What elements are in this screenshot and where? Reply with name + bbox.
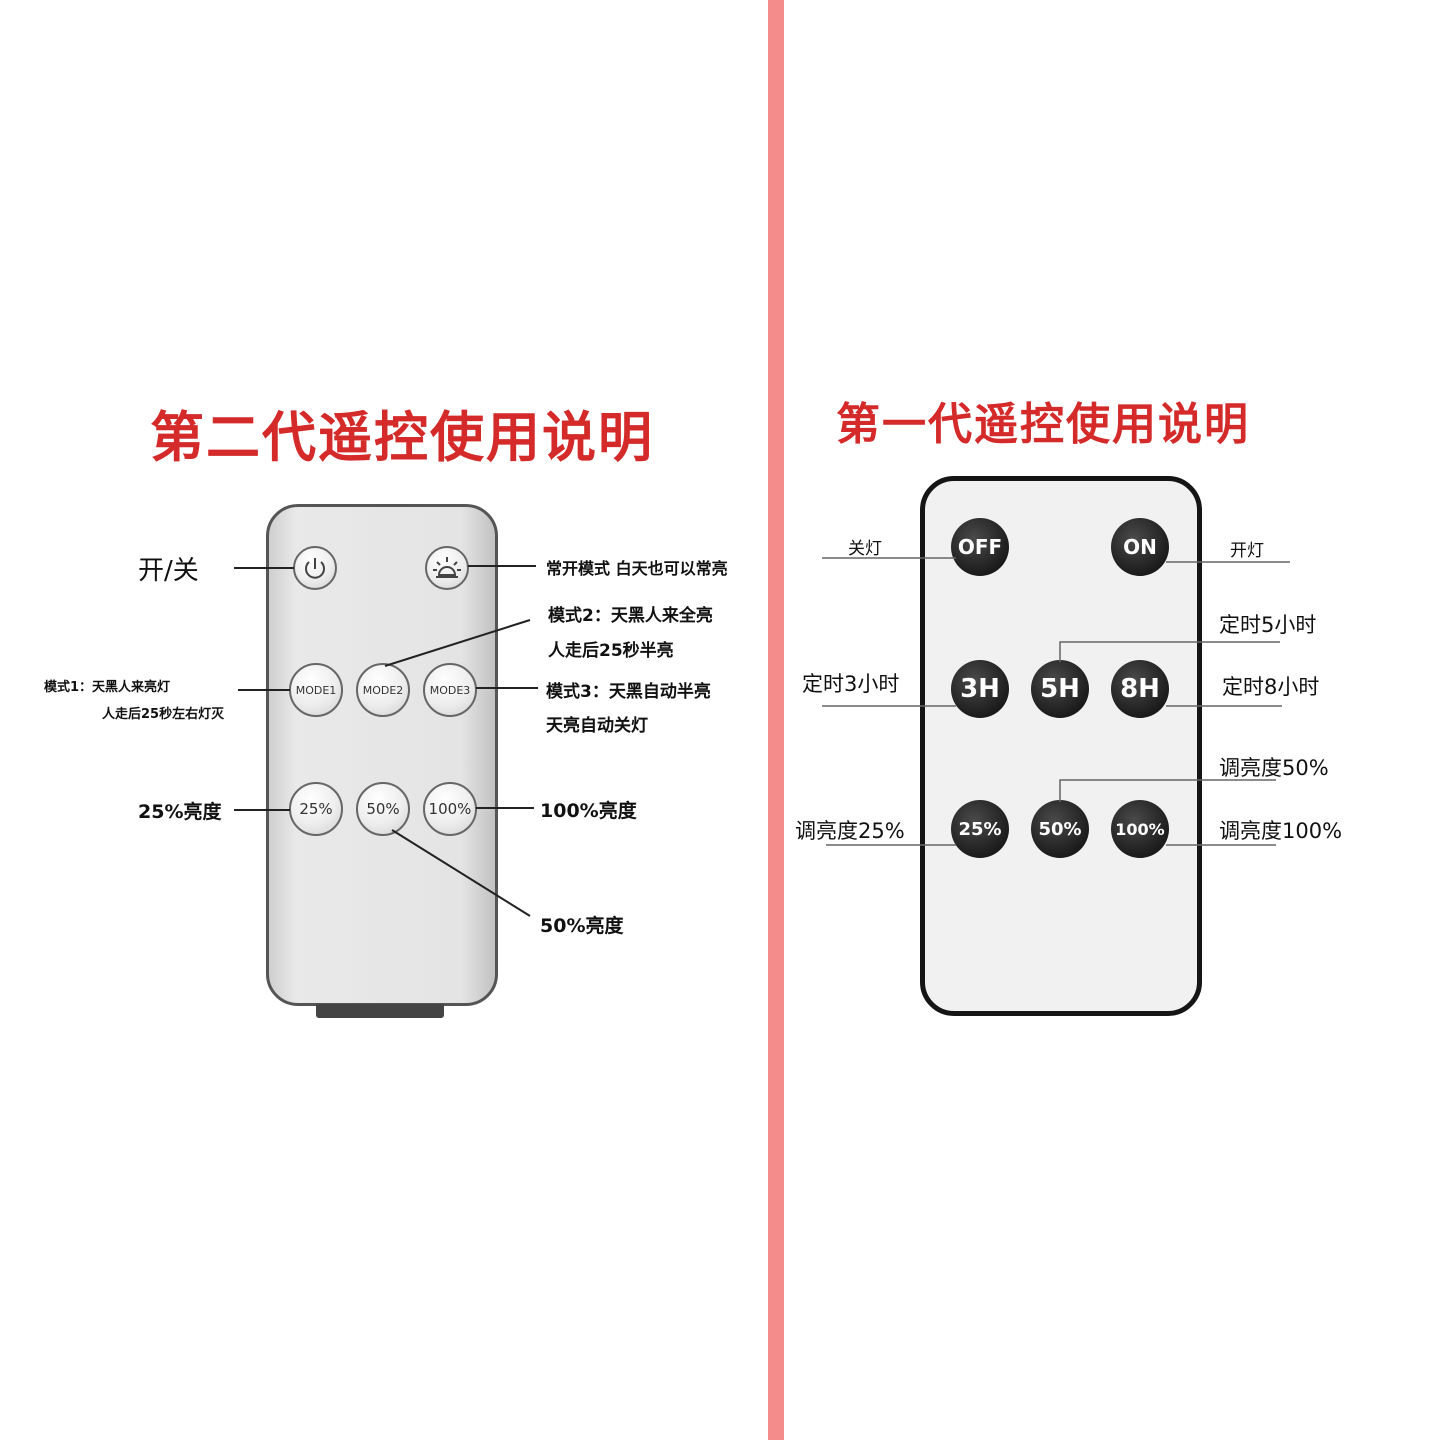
gen1-25-button[interactable]: 25% — [951, 800, 1009, 858]
label-3h: 定时3小时 — [802, 672, 900, 696]
gen1-3h-button[interactable]: 3H — [951, 660, 1009, 718]
gen2-remote-battery-cover — [316, 1004, 444, 1018]
center-divider — [768, 0, 784, 1440]
gen1-50-button[interactable]: 50% — [1031, 800, 1089, 858]
label-mode1-line1: 模式1：天黑人来亮灯 — [44, 680, 171, 695]
label-mode2-line1: 模式2：天黑人来全亮 — [548, 606, 713, 626]
label-100-adjust: 调亮度100% — [1219, 819, 1343, 843]
label-mode1-line2: 人走后25秒左右灯灭 — [102, 707, 225, 722]
gen2-50-button[interactable]: 50% — [356, 782, 410, 836]
gen1-off-button[interactable]: OFF — [951, 518, 1009, 576]
gen2-power-button[interactable] — [293, 546, 337, 590]
gen2-always-on-button[interactable] — [425, 546, 469, 590]
label-mode3-line1: 模式3：天黑自动半亮 — [546, 682, 711, 702]
label-on: 开灯 — [1230, 541, 1264, 561]
gen2-mode1-button[interactable]: MODE1 — [289, 663, 343, 717]
label-mode3-line2: 天亮自动关灯 — [546, 716, 648, 736]
gen2-mode3-button[interactable]: MODE3 — [423, 663, 477, 717]
gen1-on-button[interactable]: ON — [1111, 518, 1169, 576]
label-100-brightness: 100%亮度 — [540, 800, 637, 822]
label-off: 关灯 — [848, 539, 882, 559]
label-50-brightness: 50%亮度 — [540, 915, 624, 937]
power-icon — [305, 558, 325, 579]
gen1-title: 第一代遥控使用说明 — [836, 399, 1250, 450]
label-5h: 定时5小时 — [1219, 613, 1317, 637]
label-always-on: 常开模式 白天也可以常亮 — [546, 559, 728, 578]
gen2-mode2-button[interactable]: MODE2 — [356, 663, 410, 717]
label-50-adjust: 调亮度50% — [1219, 756, 1329, 780]
label-power: 开/关 — [138, 556, 199, 586]
label-25-brightness: 25%亮度 — [138, 801, 222, 823]
gen2-100-button[interactable]: 100% — [423, 782, 477, 836]
gen2-25-button[interactable]: 25% — [289, 782, 343, 836]
gen1-5h-button[interactable]: 5H — [1031, 660, 1089, 718]
gen1-8h-button[interactable]: 8H — [1111, 660, 1169, 718]
gen1-100-button[interactable]: 100% — [1111, 800, 1169, 858]
gen2-title: 第二代遥控使用说明 — [150, 406, 654, 469]
lamp-icon — [433, 557, 461, 578]
label-8h: 定时8小时 — [1222, 675, 1320, 699]
label-25-adjust: 调亮度25% — [795, 819, 905, 843]
label-mode2-line2: 人走后25秒半亮 — [548, 641, 674, 661]
